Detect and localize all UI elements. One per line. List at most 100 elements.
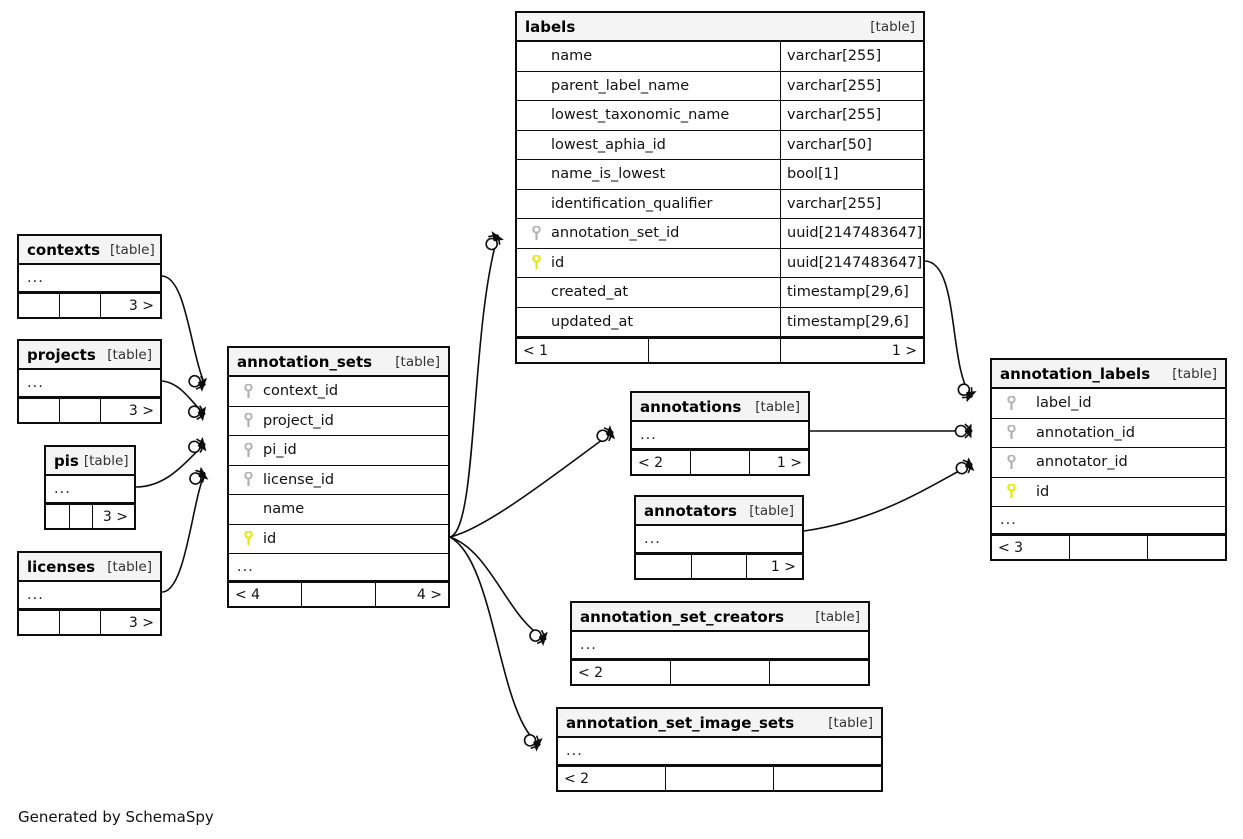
footer-child-count[interactable]: 3 >	[100, 294, 160, 317]
table-footer: 3 >	[46, 503, 134, 528]
table-title: annotators	[644, 501, 737, 520]
table-row[interactable]: label_id	[992, 389, 1225, 419]
footer-parent-count[interactable]: < 2	[564, 770, 590, 787]
column-type: varchar[255]	[780, 189, 923, 218]
column-name: lowest_taxonomic_name	[551, 107, 730, 124]
footer-parent-count	[19, 399, 59, 422]
table-row[interactable]: created_at timestamp[29,6]	[517, 278, 923, 308]
table-header-annotations: annotations [table]	[632, 393, 808, 422]
table-row[interactable]: annotation_set_id uuid[2147483647]	[517, 219, 923, 249]
column-type: varchar[255]	[780, 71, 923, 100]
table-annotation-sets[interactable]: annotation_sets [table] context_id proje…	[227, 346, 450, 608]
table-row[interactable]: name	[229, 495, 448, 525]
footer-child-count[interactable]: 1 >	[780, 339, 923, 362]
table-contexts[interactable]: contexts [table] ... 3 >	[17, 234, 162, 319]
column-name: lowest_aphia_id	[551, 136, 666, 153]
footer-middle	[690, 451, 749, 474]
footer-parent-count[interactable]: < 2	[638, 454, 664, 471]
footer-parent-count	[46, 505, 69, 528]
column-name: id	[1036, 483, 1050, 500]
primary-key-icon	[237, 531, 259, 546]
table-annotation-set-image-sets[interactable]: annotation_set_image_sets [table] ... < …	[556, 707, 883, 792]
table-pis[interactable]: pis [table] ... 3 >	[44, 445, 136, 530]
table-tag: [table]	[755, 398, 800, 415]
column-name: created_at	[551, 284, 629, 301]
footer-middle	[301, 583, 374, 606]
footer-middle	[59, 611, 100, 634]
table-ellipsis-row: ...	[46, 476, 134, 503]
table-licenses[interactable]: licenses [table] ... 3 >	[17, 551, 162, 636]
table-ellipsis-row: ...	[632, 422, 808, 449]
table-row[interactable]: id	[229, 525, 448, 554]
table-row[interactable]: name varchar[255]	[517, 42, 923, 72]
table-title: pis	[54, 451, 79, 470]
foreign-key-icon	[237, 383, 259, 399]
table-row[interactable]: pi_id	[229, 436, 448, 466]
footer-parent-count[interactable]: < 4	[235, 586, 261, 603]
table-title: annotation_set_image_sets	[566, 713, 795, 732]
ellipsis-text: ...	[27, 375, 44, 391]
table-row[interactable]: id uuid[2147483647]	[517, 248, 923, 278]
column-name: project_id	[263, 412, 334, 429]
footer-child-count[interactable]: 3 >	[100, 611, 160, 634]
table-row[interactable]: context_id	[229, 377, 448, 407]
column-type: varchar[50]	[780, 130, 923, 159]
footer-parent-count[interactable]: < 2	[578, 664, 604, 681]
table-title: projects	[27, 345, 96, 364]
table-annotation-labels[interactable]: annotation_labels [table] label_id annot…	[990, 358, 1227, 561]
table-projects[interactable]: projects [table] ... 3 >	[17, 339, 162, 424]
table-title: labels	[525, 17, 576, 36]
table-row[interactable]: annotator_id	[992, 448, 1225, 478]
table-tag: [table]	[870, 18, 915, 35]
table-row[interactable]: annotation_id	[992, 419, 1225, 448]
table-row[interactable]: license_id	[229, 466, 448, 495]
table-ellipsis-row: ...	[992, 507, 1225, 534]
foreign-key-icon	[237, 413, 259, 428]
table-footer: 1 >	[636, 553, 802, 578]
foreign-key-icon	[1000, 395, 1022, 411]
table-row[interactable]: lowest_aphia_id varchar[50]	[517, 130, 923, 160]
table-footer: < 2 1 >	[632, 449, 808, 474]
footer-child-count[interactable]: 1 >	[746, 555, 802, 578]
footer-child-count	[769, 661, 868, 684]
table-footer: 3 >	[19, 609, 160, 634]
column-name: label_id	[1036, 395, 1092, 412]
footer-child-count[interactable]: 4 >	[374, 583, 448, 606]
table-tag: [table]	[395, 353, 440, 370]
table-row[interactable]: lowest_taxonomic_name varchar[255]	[517, 101, 923, 131]
footer-parent-count	[19, 611, 59, 634]
table-labels[interactable]: labels [table] name varchar[255] parent_…	[515, 11, 925, 364]
column-name: pi_id	[263, 442, 297, 459]
table-title: annotation_labels	[1000, 364, 1151, 383]
table-annotations[interactable]: annotations [table] ... < 2 1 >	[630, 391, 810, 476]
footer-child-count[interactable]: 3 >	[100, 399, 160, 422]
ellipsis-text: ...	[644, 531, 661, 547]
table-row[interactable]: identification_qualifier varchar[255]	[517, 189, 923, 219]
table-annotation-set-creators[interactable]: annotation_set_creators [table] ... < 2	[570, 601, 870, 686]
footer-parent-count[interactable]: < 1	[523, 342, 549, 359]
table-row[interactable]: project_id	[229, 407, 448, 436]
table-annotators[interactable]: annotators [table] ... 1 >	[634, 495, 804, 580]
ellipsis-text: ...	[580, 637, 597, 653]
footer-child-count[interactable]: 3 >	[92, 505, 134, 528]
footer-parent-count[interactable]: < 3	[998, 539, 1024, 556]
foreign-key-icon	[525, 225, 547, 241]
table-tag: [table]	[83, 452, 129, 469]
table-header-annotation-sets: annotation_sets [table]	[229, 348, 448, 377]
table-title: annotation_set_creators	[580, 607, 785, 626]
table-row[interactable]: updated_at timestamp[29,6]	[517, 307, 923, 337]
column-name: identification_qualifier	[551, 195, 713, 212]
table-row[interactable]: id	[992, 478, 1225, 507]
footer-child-count	[773, 767, 881, 790]
footer-middle	[59, 294, 100, 317]
table-row[interactable]: parent_label_name varchar[255]	[517, 71, 923, 101]
table-footer: < 2	[558, 765, 881, 790]
generated-by-label: Generated by SchemaSpy	[18, 808, 214, 826]
footer-middle	[68, 505, 93, 528]
column-name: annotator_id	[1036, 454, 1128, 471]
table-tag: [table]	[828, 714, 873, 731]
footer-child-count[interactable]: 1 >	[749, 451, 808, 474]
column-name: id	[551, 254, 565, 271]
footer-middle	[690, 555, 747, 578]
table-row[interactable]: name_is_lowest bool[1]	[517, 160, 923, 190]
